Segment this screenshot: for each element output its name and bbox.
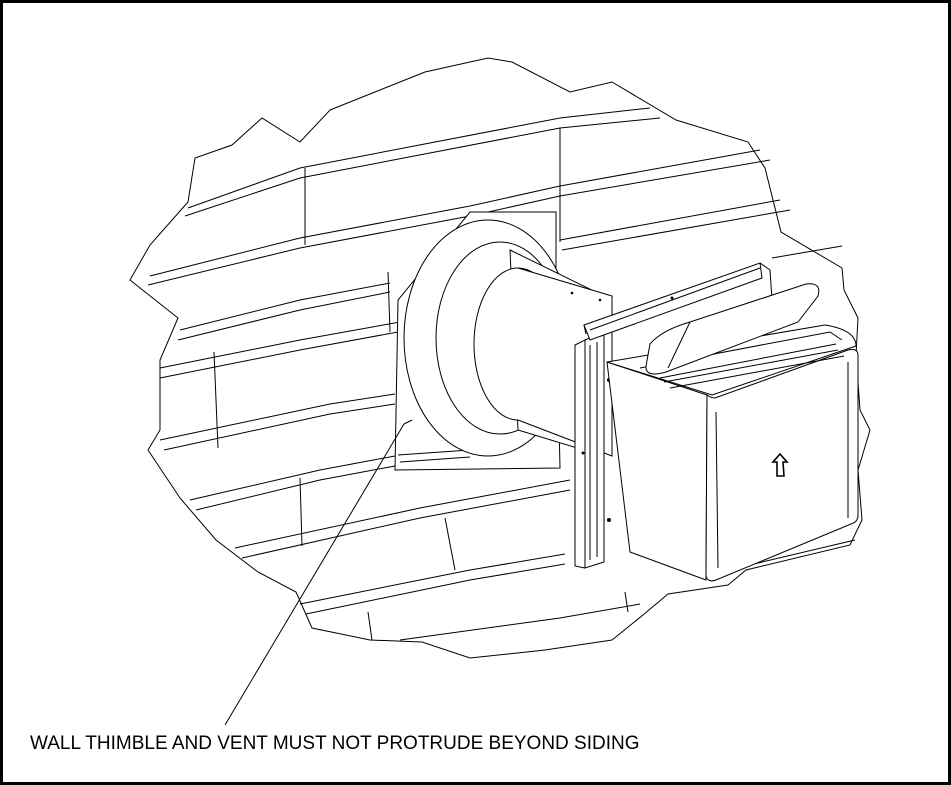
vent-hood-top — [606, 324, 857, 396]
vent-deflector — [645, 283, 820, 375]
vent-top-bracket — [583, 262, 763, 341]
callout-leader-line — [224, 423, 405, 726]
vent-hood-side — [606, 361, 708, 581]
vent-hood-front — [705, 349, 859, 582]
up-arrow-icon — [771, 452, 789, 477]
siding-boards — [147, 107, 856, 641]
figure-caption: WALL THIMBLE AND VENT MUST NOT PROTRUDE … — [30, 733, 640, 754]
